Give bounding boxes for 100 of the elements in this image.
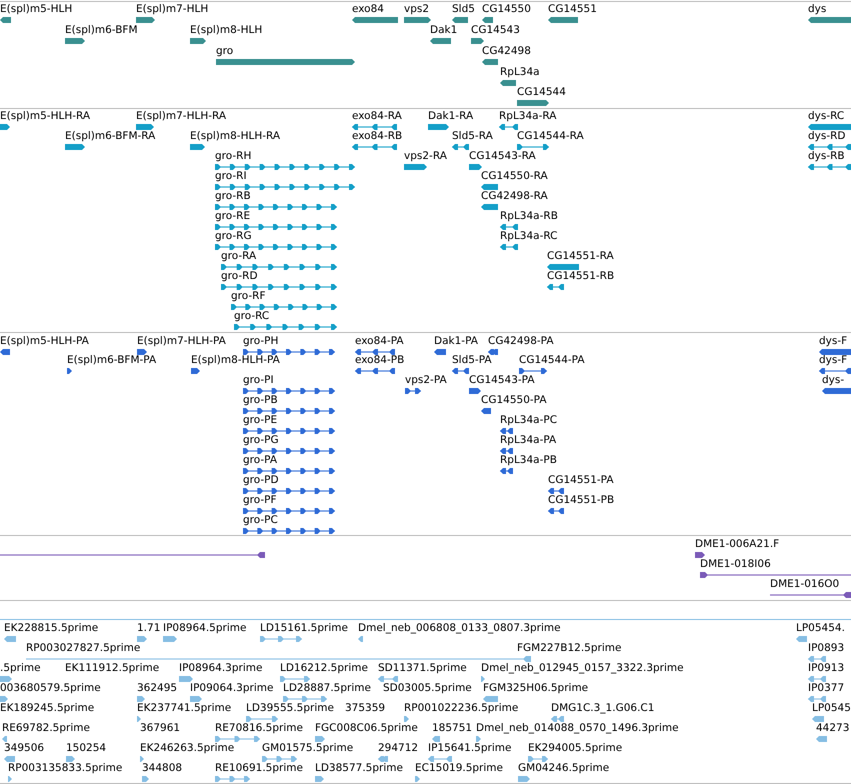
feature-label: FGM325H06.5prime: [483, 682, 588, 695]
feature-label: 44273: [816, 722, 850, 735]
feature-label: exo84-RB: [352, 130, 402, 143]
feature-label: CG14550: [482, 3, 531, 16]
feature-label: RpL34a-RA: [499, 110, 556, 123]
feature-label: gro-PH: [243, 335, 278, 348]
feature-label: CG14551-RA: [547, 250, 614, 263]
feature-label: 1.71: [137, 622, 160, 635]
feature-label: DME1-006A21.F: [695, 538, 780, 551]
feature-label: E(spl)m5-HLH-RA: [0, 110, 90, 123]
feature-label: Sld5-RA: [452, 130, 493, 143]
feature-label: gro-PD: [243, 474, 279, 487]
feature-label: E(spl)m5-HLH: [0, 3, 72, 16]
feature-label: gro-RH: [215, 150, 252, 163]
feature-label: IP0377: [808, 682, 844, 695]
feature-label: E(spl)m7-HLH-PA: [137, 335, 226, 348]
feature-label: LP05454.: [796, 622, 845, 635]
feature-label: dys: [808, 3, 826, 16]
feature-label: E(spl)m6-BFM-RA: [65, 130, 156, 143]
feature-label: RP001022236.5prime: [404, 702, 518, 715]
feature-label: RE69782.5prime: [2, 722, 90, 735]
feature-label: FGC008C06.5prime: [315, 722, 418, 735]
feature-label: RpL34a-PB: [500, 454, 557, 467]
feature-label: gro-RG: [215, 230, 252, 243]
feature-label: EK228815.5prime: [4, 622, 98, 635]
feature-label: 003680579.5prime: [0, 682, 101, 695]
feature-label: DMG1C.3_1.G06.C1: [551, 702, 654, 715]
feature-label: gro-PI: [243, 374, 274, 387]
feature-label: Dmel_neb_006808_0133_0807.3prime: [358, 622, 561, 635]
feature-label: E(spl)m7-HLH: [136, 3, 208, 16]
feature-label: RP003135833.5prime: [8, 762, 122, 775]
feature-label: gro-PB: [243, 394, 278, 407]
feature-label: 344808: [142, 762, 182, 775]
feature-label: RpL34a: [500, 66, 540, 79]
feature-label: gro-RA: [221, 250, 256, 263]
feature-label: LD38577.5prime: [315, 762, 403, 775]
feature-label: GM01575.5prime: [262, 742, 354, 755]
feature-label: gro: [216, 45, 234, 58]
feature-label: 150254: [66, 742, 106, 755]
feature-label: dys-: [822, 374, 844, 387]
feature-label: CG14544-PA: [519, 354, 585, 367]
feature-label: Sld5: [452, 3, 475, 16]
feature-label: exo84-RA: [352, 110, 402, 123]
feature-label: CG14550-PA: [481, 394, 547, 407]
feature-label: dys-RC: [808, 110, 844, 123]
feature-label: E(spl)m6-BFM-PA: [67, 354, 156, 367]
feature-label: RE70816.5prime: [215, 722, 303, 735]
feature-label: RpL34a-PA: [500, 434, 556, 447]
feature-label: EK246263.5prime: [140, 742, 234, 755]
feature-label: 375359: [345, 702, 386, 715]
feature-label: 185751: [432, 722, 472, 735]
feature-label: EK111912.5prime: [65, 662, 160, 675]
feature-label: gro-RI: [215, 170, 247, 183]
feature-label: Dmel_neb_014088_0570_1496.3prime: [476, 722, 679, 735]
feature-label: gro-PE: [243, 414, 278, 427]
feature-label: Dak1-RA: [428, 110, 474, 123]
feature-label: E(spl)m5-HLH-PA: [0, 335, 89, 348]
feature-label: LD15161.5prime: [260, 622, 348, 635]
feature-label: E(spl)m6-BFM: [65, 24, 138, 37]
feature-label: LD39555.5prime: [246, 702, 334, 715]
feature-label: LP0545: [812, 702, 851, 715]
feature-label: RpL34a-RC: [500, 230, 558, 243]
feature-label: Sld5-PA: [452, 354, 492, 367]
feature-label: gro-RF: [231, 290, 266, 303]
feature-label: IP15641.5prime: [428, 742, 512, 755]
feature-label: exo84-PA: [355, 335, 404, 348]
feature-label: gro-PG: [243, 434, 279, 447]
feature-label: CG14551-PA: [548, 474, 614, 487]
feature-label: EK294005.5prime: [528, 742, 622, 755]
feature-label: IP0893: [808, 642, 844, 655]
feature-label: SD11371.5prime: [378, 662, 467, 675]
feature-label: E(spl)m8-HLH-PA: [191, 354, 280, 367]
feature-label: EK237741.5prime: [137, 702, 232, 715]
feature-label: CG42498-PA: [488, 335, 554, 348]
feature-label: vps2: [404, 3, 430, 16]
feature-label: CG14544: [517, 86, 566, 99]
feature-label: CG14543-RA: [469, 150, 536, 163]
feature-label: RE10691.5prime: [215, 762, 303, 775]
feature-label: GM04246.5prime: [518, 762, 610, 775]
feature-label: Dmel_neb_012945_0157_3322.3prime: [481, 662, 684, 675]
feature-label: CG14543-PA: [469, 374, 535, 387]
feature-label: SD03005.5prime: [383, 682, 472, 695]
feature-label: gro-PF: [243, 494, 277, 507]
feature-label: E(spl)m8-HLH-RA: [190, 130, 280, 143]
feature-label: E(spl)m8-HLH: [190, 24, 262, 37]
feature-label: gro-RD: [221, 270, 258, 283]
feature-label: dys-RD: [808, 130, 846, 143]
feature-label: CG14551: [548, 3, 597, 16]
feature-label: gro-RB: [215, 190, 251, 203]
feature-label: IP0913: [808, 662, 844, 675]
feature-label: 294712: [378, 742, 418, 755]
feature-label: CG14550-RA: [481, 170, 548, 183]
feature-label: E(spl)m7-HLH-RA: [136, 110, 226, 123]
feature-label: vps2-RA: [404, 150, 447, 163]
feature-label: CG14543: [471, 24, 520, 37]
feature-label: dys-F: [819, 354, 848, 367]
feature-label: EC15019.5prime: [415, 762, 503, 775]
feature-label: exo84-PB: [355, 354, 404, 367]
feature-label: 349506: [4, 742, 44, 755]
feature-label: LD28887.5prime: [283, 682, 371, 695]
